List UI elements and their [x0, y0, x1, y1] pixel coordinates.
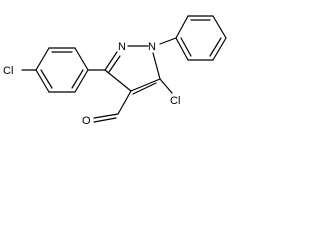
- carbonyl-double-bond: [93, 113, 119, 119]
- ring-double-bond: [209, 37, 222, 57]
- ring-double-bond: [180, 37, 192, 57]
- ring-bond: [74, 47, 89, 71]
- ring-bond: [35, 69, 50, 93]
- ring-bond: [212, 15, 227, 39]
- ring-bond: [175, 37, 189, 61]
- chlorine-atom-label: Cl: [170, 95, 180, 107]
- ring-double-bond: [108, 55, 121, 73]
- pyrazole-ring: [104, 45, 161, 95]
- carbonyl-double-bond: [93, 117, 117, 123]
- ring-double-bond: [71, 69, 84, 89]
- chlorine-atom-label: Cl: [3, 65, 13, 77]
- ring-bond: [130, 78, 161, 92]
- ring-double-bond: [132, 82, 157, 95]
- oxygen-atom-label: O: [82, 115, 91, 127]
- ring-bond: [104, 69, 132, 92]
- phenyl-ring: [175, 15, 227, 61]
- ring-bond: [35, 47, 50, 71]
- nitrogen-atom-label: N: [118, 41, 126, 53]
- ring-bond: [212, 37, 227, 61]
- chloro-bond: [159, 78, 173, 94]
- ring-bond: [104, 51, 118, 71]
- n-phenyl-link-bond: [159, 37, 177, 45]
- chemical-structure-diagram: Cl N N Cl O: [3, 15, 227, 127]
- aldehyde-bond: [117, 90, 132, 115]
- ring-bond: [175, 15, 189, 39]
- nitrogen-atom-label: N: [148, 41, 156, 53]
- ring-bond: [74, 69, 89, 93]
- ring-double-bond: [40, 69, 53, 89]
- ring-bond: [152, 52, 161, 80]
- chlorophenyl-ring: [35, 47, 89, 93]
